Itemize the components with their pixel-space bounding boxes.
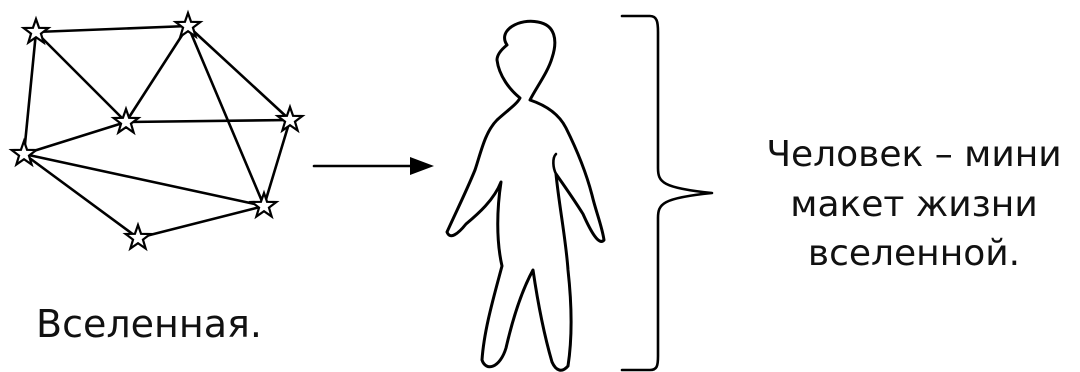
human-label-line-2: макет жизни (790, 184, 1037, 225)
arrow-head (410, 157, 434, 175)
star-6-icon (252, 193, 277, 217)
network-edge-star-2-star-3 (126, 26, 188, 122)
network-edge-star-1-star-3 (36, 32, 126, 122)
network-edge-star-1-star-2 (36, 26, 188, 32)
human-label-line-1: Человек – мини (766, 134, 1061, 175)
human-inner-mark (553, 154, 556, 174)
network-edge-star-3-star-4 (24, 122, 126, 154)
network-edge-star-2-star-5 (188, 26, 290, 120)
network-edge-star-3-star-5 (126, 120, 290, 122)
network-edge-star-6-star-7 (138, 206, 264, 238)
arrow (314, 157, 434, 175)
network-edge-star-1-star-4 (24, 32, 36, 154)
universe-network-stars (12, 13, 303, 249)
universe-network-edges (24, 26, 290, 238)
star-7-icon (126, 225, 151, 249)
network-edge-star-2-star-6 (188, 26, 264, 206)
human-label-line-3: вселенной. (808, 233, 1020, 274)
network-edge-star-5-star-6 (264, 120, 290, 206)
human-silhouette (447, 21, 604, 370)
curly-brace (622, 16, 712, 370)
universe-label: Вселенная. (36, 302, 262, 346)
